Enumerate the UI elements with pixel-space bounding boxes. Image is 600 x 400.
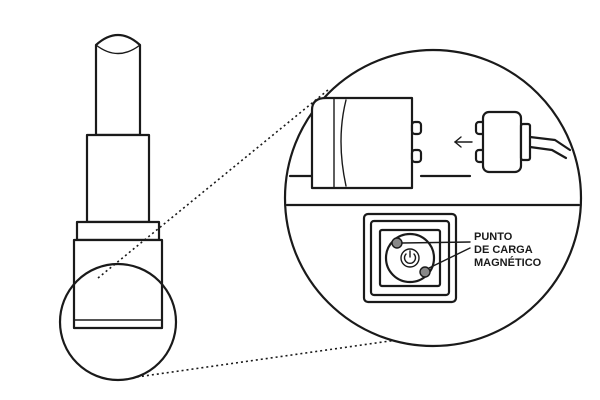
callout-line-2: DE CARGA	[474, 244, 533, 256]
power-icon	[400, 248, 420, 268]
callout-line-1: PUNTO	[474, 231, 513, 243]
arrow-left-icon	[453, 136, 473, 148]
side-bump-top	[410, 120, 423, 136]
device-body	[85, 133, 151, 224]
device-base	[72, 238, 164, 330]
device-collar	[75, 220, 161, 242]
magnetic-pin-bottom	[419, 266, 431, 278]
side-bump-bottom	[410, 148, 423, 164]
device-top-cap	[94, 33, 142, 137]
leader-line-bottom	[428, 247, 471, 269]
charger-cable-2	[528, 145, 568, 160]
charger-neck	[519, 122, 532, 162]
leader-line-top	[401, 241, 471, 244]
device-top-cap-rim	[95, 44, 141, 55]
device	[72, 33, 164, 330]
zoom-line-bottom	[136, 335, 426, 378]
callout-label: PUNTO DE CARGA MAGNÉTICO	[474, 231, 542, 269]
device-side-curve	[340, 99, 347, 187]
charger-connector	[474, 110, 572, 174]
charging-port-view	[362, 212, 471, 304]
charger-head	[481, 110, 523, 174]
device-side-view	[288, 96, 472, 190]
charger-cable	[528, 135, 572, 152]
callout-line-3: MAGNÉTICO	[474, 256, 542, 269]
magnified-view: PUNTO DE CARGA MAGNÉTICO	[283, 48, 583, 348]
magnetic-pin-top	[391, 237, 403, 249]
zoom-source-circle	[58, 262, 178, 382]
device-side-body	[310, 96, 414, 190]
